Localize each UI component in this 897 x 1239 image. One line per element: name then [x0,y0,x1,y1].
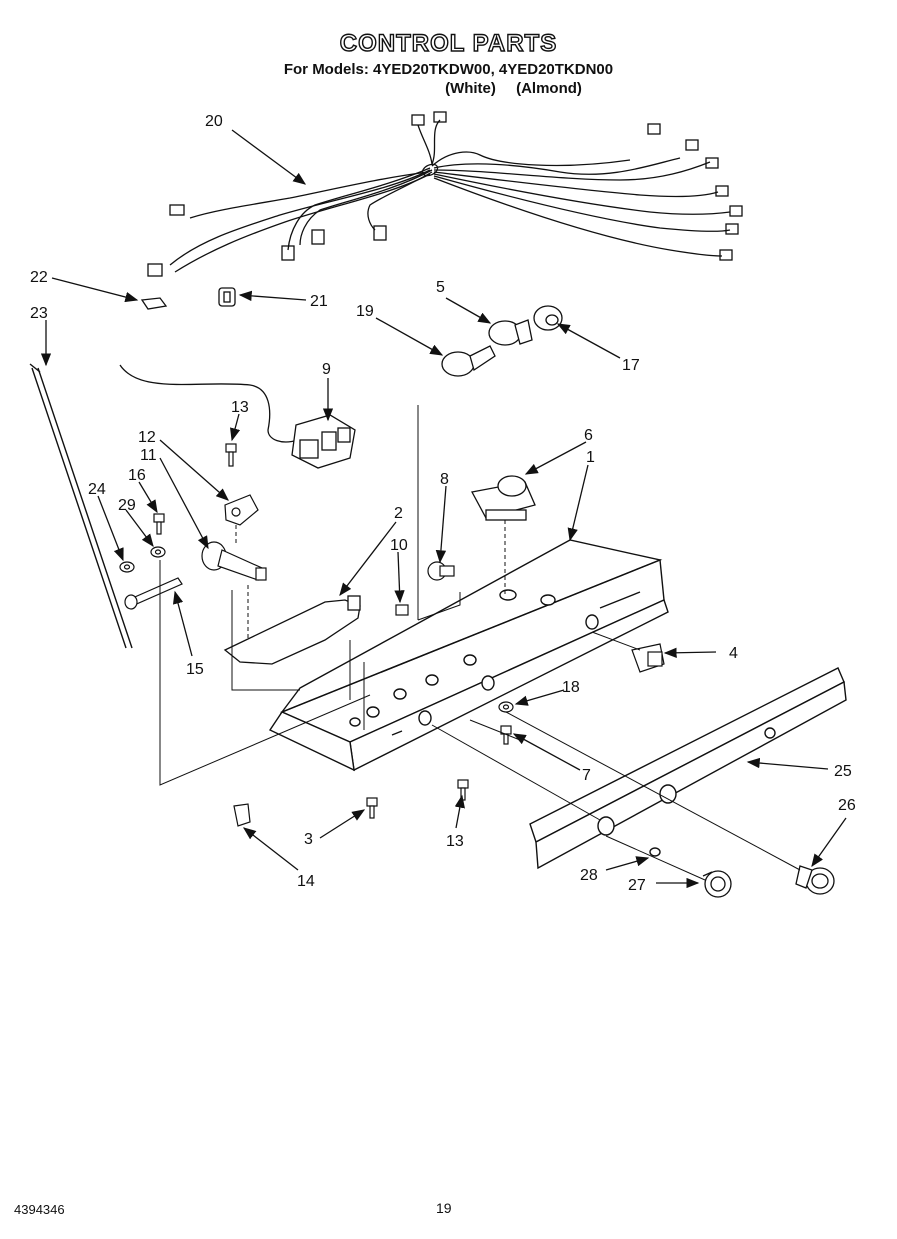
callout-29: 29 [118,497,136,514]
callout-19: 19 [356,303,374,320]
screw-16 [153,513,165,535]
callout-11: 11 [140,447,157,464]
wire-harness [147,111,743,277]
color-line: (White) (Almond) [65,80,897,97]
bracket-12 [224,494,259,526]
explode-lines [159,405,801,881]
callout-24: 24 [88,481,106,498]
leader-lines [40,129,847,889]
callout-3: 3 [304,831,313,848]
screw-10 [395,604,409,616]
callout-27: 27 [628,877,646,894]
thermostat [119,364,356,469]
color-almond: (Almond) [516,80,582,97]
switch-6 [471,475,536,521]
switch-4 [631,643,665,673]
callout-15: 15 [186,661,204,678]
callout-13-bottom: 13 [446,833,464,850]
callout-1: 1 [586,449,595,466]
callout-6: 6 [584,427,593,444]
callout-26: 26 [838,797,856,814]
page-number: 19 [436,1200,452,1216]
button-8 [427,561,455,581]
callout-4: 4 [729,645,738,662]
bracket-2 [223,595,361,665]
rod-23 [29,363,133,649]
callout-2: 2 [394,505,403,522]
models-line: For Models: 4YED20TKDW00, 4YED20TKDN00 [283,61,614,78]
clip-14 [233,803,251,827]
callout-21: 21 [310,293,328,310]
clip-21 [218,287,236,307]
callout-25: 25 [834,763,852,780]
link-15 [124,577,183,610]
callout-12: 12 [138,429,156,446]
callout-17: 17 [622,357,640,374]
screw-13-top [225,443,237,467]
page-title: CONTROL PARTS [339,29,558,57]
callout-10: 10 [390,537,408,554]
callout-23: 23 [30,305,48,322]
knob-26 [795,865,835,895]
callout-9: 9 [322,361,331,378]
document-part-number: 4394346 [14,1202,65,1217]
callout-16: 16 [128,467,146,484]
callout-14: 14 [297,873,315,890]
callout-13-top: 13 [231,399,249,416]
callout-22: 22 [30,269,48,286]
clip-22 [140,297,168,310]
washer-18 [498,701,514,713]
screw-3 [366,797,378,819]
callout-20: 20 [205,113,223,130]
screw-13-bottom [457,779,469,801]
control-housing [268,527,669,772]
callout-labels: 20 22 21 23 5 19 17 9 13 12 11 16 24 29 … [30,113,856,894]
knob-27 [702,870,732,898]
bulb-socket-group [441,305,563,377]
callout-5: 5 [436,279,445,296]
washer-29 [150,546,166,558]
callout-18: 18 [562,679,580,696]
screw-7 [500,725,512,745]
callout-28: 28 [580,867,598,884]
control-panel [529,667,847,870]
lamp-socket-11 [201,541,267,581]
color-white: (White) [445,80,496,97]
callout-8: 8 [440,471,449,488]
callout-7: 7 [582,767,591,784]
washer-24 [119,561,135,573]
